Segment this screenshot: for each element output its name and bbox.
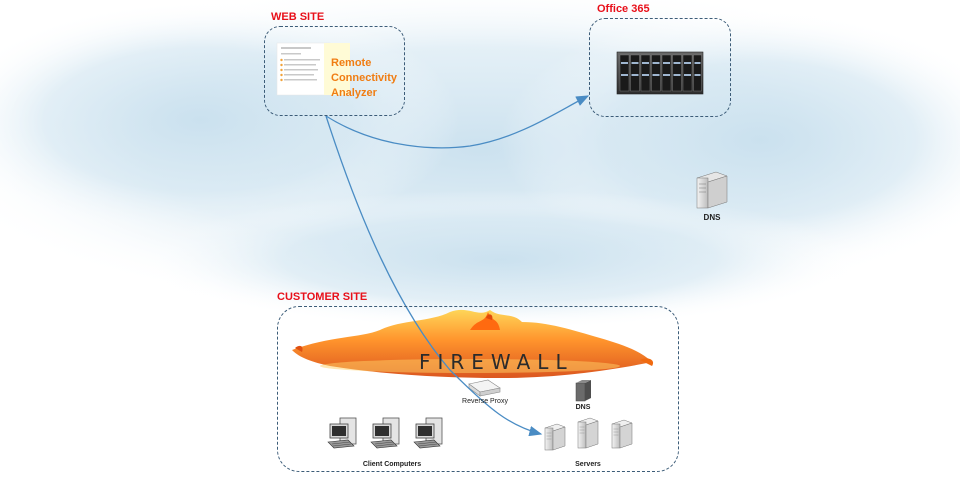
server-icon [611,419,633,449]
office365-title: Office 365 [597,3,650,15]
servers-label: Servers [575,461,601,468]
dns-server-icon [696,171,728,209]
analyzer-line-2: Connectivity [331,72,398,84]
firewall-label: FIREWALL [419,350,574,374]
customer-dns-label: DNS [575,404,591,411]
client-computer-icon [370,417,400,449]
customer-site-box [277,306,679,472]
cloud-dns-label: DNS [703,213,721,222]
website-box [264,26,405,116]
analyzer-line-1: Remote [331,57,372,69]
reverse-proxy-label: Reverse Proxy [462,398,508,405]
website-title: WEB SITE [271,11,325,23]
arrow-website-to-servers [325,115,543,437]
website-thumbnail [276,42,350,96]
analyzer-label: Remote Connectivity Analyzer [331,56,397,101]
reverse-proxy-icon [468,379,501,397]
analyzer-line-3: Analyzer [331,87,377,99]
server-icon [544,423,566,451]
dns-server-icon [575,380,591,402]
cloud-background [0,0,960,330]
arrow-website-to-office365 [325,95,590,149]
office365-box [589,18,731,117]
client-computers-label: Client Computers [362,461,422,468]
customer-site-title: CUSTOMER SITE [277,291,368,303]
firewall-flames [292,309,654,378]
client-computer-icon [327,417,357,449]
server-rack-icon [616,51,704,95]
server-icon [577,417,599,449]
client-computer-icon [413,417,443,449]
